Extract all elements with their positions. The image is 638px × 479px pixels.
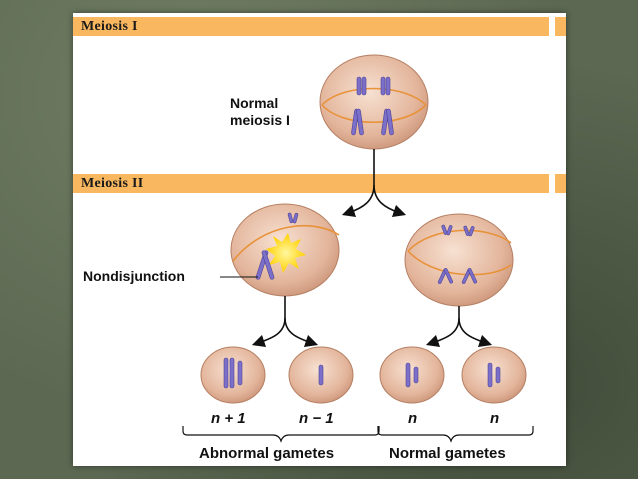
- nondisjunction-burst: [266, 233, 306, 273]
- normal-meiosis-2-cell: [404, 213, 514, 307]
- label-n-plus-1: n + 1: [211, 410, 246, 427]
- gamete-n-normal-b: [461, 346, 527, 404]
- normal-meiosis-label-line1: Normal: [230, 95, 278, 111]
- meiosis-1-header-tab: [555, 17, 566, 36]
- meiosis-diagram: Normal meiosis I Nondisjuncti: [83, 54, 534, 462]
- chromosome-pairs: [351, 76, 394, 136]
- normal-gametes-label: Normal gametes: [389, 445, 506, 462]
- abnormal-gametes-brace: [182, 426, 380, 443]
- abnormal-gametes-label: Abnormal gametes: [199, 445, 334, 462]
- figure-panel: Meiosis I Meiosis II: [73, 13, 566, 466]
- spindle-top: [321, 87, 427, 106]
- meiosis-1-header: Meiosis I: [73, 17, 549, 36]
- label-n-normal-a: n: [408, 410, 417, 427]
- label-n-minus-1: n − 1: [299, 410, 334, 427]
- meiosis-2-label: Meiosis II: [81, 176, 144, 191]
- normal-chromosomes: [437, 224, 478, 284]
- meiosis-1-label: Meiosis I: [81, 19, 138, 34]
- spindle-bottom: [321, 104, 427, 124]
- nondisjunction-label: Nondisjunction: [83, 268, 185, 284]
- meiosis-1-cell: [319, 54, 429, 150]
- gamete-n-minus-1: [288, 346, 354, 404]
- meiosis-2-arrows: [251, 296, 493, 348]
- meiosis-2-header: Meiosis II: [73, 174, 549, 193]
- normal-gametes-brace: [377, 426, 534, 443]
- nondisjunction-chromosomes: [255, 212, 299, 280]
- gamete-n-plus-1: [200, 346, 266, 404]
- normal-meiosis-label-line2: meiosis I: [230, 112, 290, 128]
- meiosis-1-arrows: [341, 149, 407, 218]
- abnormal-meiosis-2-cell: [230, 203, 340, 297]
- label-n-normal-b: n: [490, 410, 499, 427]
- gamete-n-normal-a: [379, 346, 445, 404]
- meiosis-2-header-tab: [555, 174, 566, 193]
